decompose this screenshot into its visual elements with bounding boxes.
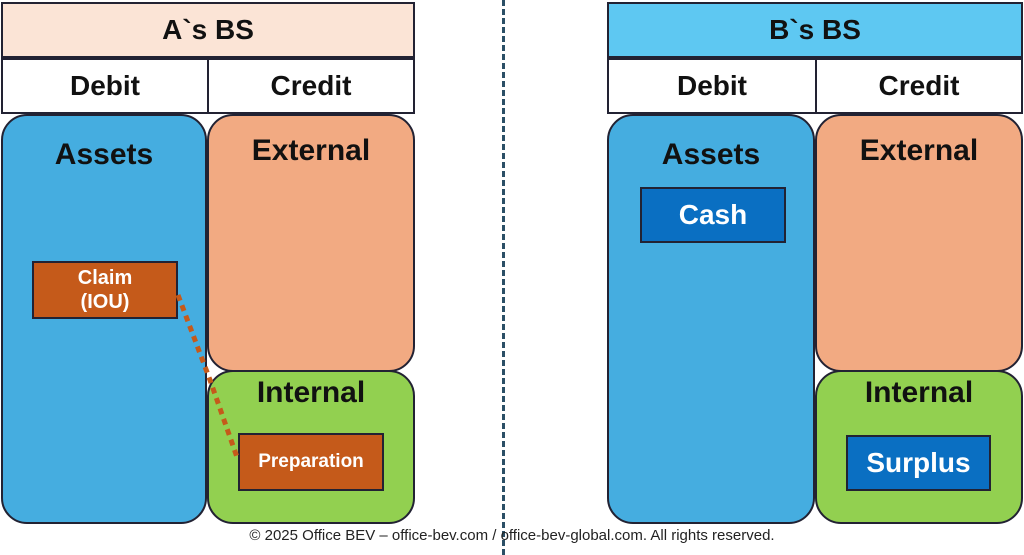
preparation-box: Preparation bbox=[238, 433, 384, 491]
copyright-footer: © 2025 Office BEV – office-bev.com / off… bbox=[249, 527, 775, 544]
left-assets-panel: Assets bbox=[1, 114, 207, 524]
left-external-panel: External bbox=[207, 114, 415, 372]
surplus-box: Surplus bbox=[846, 435, 991, 491]
right-debit-header: Debit bbox=[607, 58, 817, 114]
left-credit-header: Credit bbox=[207, 58, 415, 114]
right-bs-title: B`s BS bbox=[607, 2, 1023, 58]
left-external-label: External bbox=[251, 134, 371, 167]
left-bs-title: A`s BS bbox=[1, 2, 415, 58]
right-external-label: External bbox=[859, 134, 979, 167]
cash-box: Cash bbox=[640, 187, 786, 243]
right-assets-panel: Assets bbox=[607, 114, 815, 524]
claim-iou-box: Claim (IOU) bbox=[32, 261, 178, 319]
left-internal-label: Internal bbox=[256, 376, 366, 409]
right-external-panel: External bbox=[815, 114, 1023, 372]
left-debit-header: Debit bbox=[1, 58, 209, 114]
claim-label: Claim bbox=[77, 267, 133, 289]
sheet-divider bbox=[502, 0, 505, 555]
right-internal-label: Internal bbox=[864, 376, 974, 409]
iou-label: (IOU) bbox=[80, 291, 130, 313]
left-assets-label: Assets bbox=[54, 138, 154, 171]
right-credit-header: Credit bbox=[815, 58, 1023, 114]
right-assets-label: Assets bbox=[661, 138, 761, 171]
